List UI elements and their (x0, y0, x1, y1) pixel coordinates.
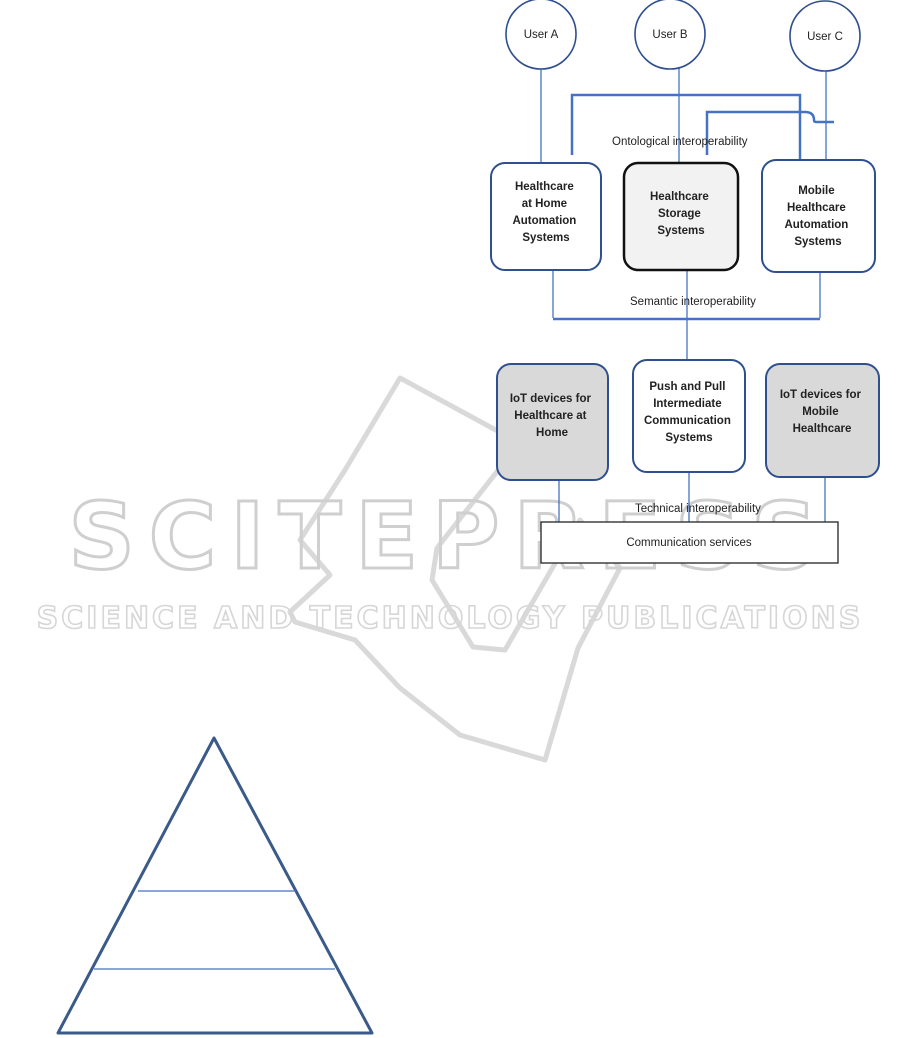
ontological-interoperability-label: Ontological interoperability (612, 136, 748, 148)
device-push-label: Push and Pull Intermediate Communication… (644, 381, 734, 444)
system-home-line: at Home (522, 198, 567, 210)
device-home-line: Home (536, 427, 568, 439)
bus-lines (553, 93, 834, 321)
system-mobile-label: Mobile Healthcare Automation Systems (784, 185, 851, 248)
ontological-bus-upper (570, 93, 802, 160)
system-home-line: Systems (522, 232, 569, 244)
user-c-label: User C (807, 31, 843, 43)
pyramid-outline (56, 736, 374, 1035)
system-home-line: Healthcare (515, 181, 574, 193)
user-b-circle (634, 0, 706, 70)
user-c-circle (789, 0, 861, 72)
system-storage-label: Healthcare Storage Systems (650, 191, 712, 237)
communication-services-box (540, 521, 839, 564)
device-push-line: Intermediate (653, 398, 721, 410)
device-push[interactable]: Push and Pull Intermediate Communication… (632, 359, 746, 473)
device-mobile-label: IoT devices for Mobile Healthcare (780, 389, 864, 435)
device-mobile-box (765, 363, 880, 478)
connector-lines (540, 68, 827, 522)
system-storage[interactable]: Healthcare Storage Systems (622, 161, 740, 272)
device-push-line: Communication (644, 415, 731, 427)
system-storage-box (622, 161, 740, 272)
device-home-label: IoT devices for Healthcare at Home (510, 393, 594, 439)
watermark-logo-shape (287, 375, 623, 763)
system-storage-line: Storage (658, 208, 701, 220)
user-nodes: User A User B User C (505, 0, 861, 72)
device-mobile-line: Mobile (802, 406, 838, 418)
user-a-circle (505, 0, 577, 70)
device-home[interactable]: IoT devices for Healthcare at Home (496, 363, 609, 481)
device-mobile-line: Healthcare (793, 423, 852, 435)
system-mobile-line: Mobile (798, 185, 834, 197)
pyramid-diagram (56, 736, 374, 1035)
architecture-diagram: User A User B User C Ontological interop… (490, 0, 880, 564)
system-storage-line: Systems (657, 225, 704, 237)
system-mobile-line: Healthcare (787, 202, 846, 214)
technical-interoperability-label: Technical interoperability (635, 503, 761, 515)
watermark: SCITEPRESS SCIENCE AND TECHNOLOGY PUBLIC… (36, 375, 864, 763)
device-push-line: Push and Pull (649, 381, 725, 393)
system-home-box (490, 162, 602, 271)
device-home-box (496, 363, 609, 481)
system-mobile[interactable]: Mobile Healthcare Automation Systems (761, 159, 876, 273)
system-mobile-line: Systems (794, 236, 841, 248)
communication-services-label: Communication services (626, 537, 752, 549)
system-storage-line: Healthcare (650, 191, 709, 203)
user-c-node[interactable]: User C (789, 0, 861, 72)
system-mobile-line: Automation (784, 219, 848, 231)
ontological-bus-lower (705, 110, 805, 155)
user-b-label: User B (652, 29, 687, 41)
user-b-node[interactable]: User B (634, 0, 706, 70)
device-push-box (632, 359, 746, 473)
semantic-interoperability-label: Semantic interoperability (630, 296, 756, 308)
system-home-label: Healthcare at Home Automation Systems (512, 181, 579, 244)
device-home-line: Healthcare at (514, 410, 586, 422)
system-home[interactable]: Healthcare at Home Automation Systems (490, 162, 602, 271)
system-mobile-box (761, 159, 876, 273)
communication-services[interactable]: Communication services (540, 521, 839, 564)
device-mobile-line: IoT devices for (780, 389, 862, 401)
device-home-line: IoT devices for (510, 393, 592, 405)
device-mobile[interactable]: IoT devices for Mobile Healthcare (765, 363, 880, 478)
user-a-node[interactable]: User A (505, 0, 577, 70)
user-a-label: User A (524, 29, 559, 41)
system-home-line: Automation (512, 215, 576, 227)
ontological-bus-bridge (804, 110, 834, 124)
device-push-line: Systems (665, 432, 712, 444)
watermark-tagline: SCIENCE AND TECHNOLOGY PUBLICATIONS (37, 601, 864, 636)
